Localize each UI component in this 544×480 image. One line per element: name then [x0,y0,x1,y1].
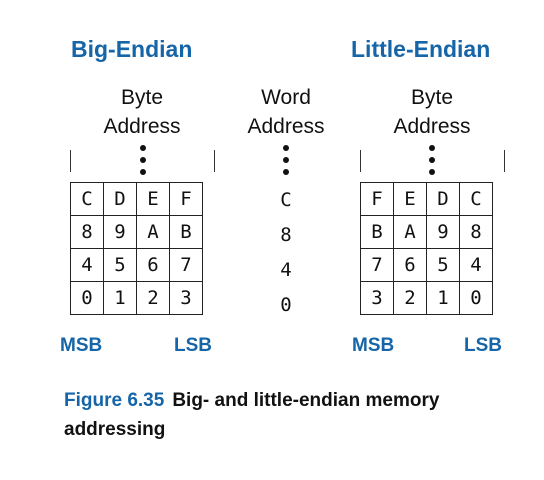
little-endian-byte-address-header: Byte Address [372,83,492,141]
byte-cell: A [136,215,170,249]
table-row: B A 9 8 [360,215,493,249]
header-line: Address [393,115,471,138]
byte-cell: F [169,182,203,216]
little-endian-msb-label: MSB [352,335,395,356]
big-endian-title: Big-Endian [71,36,193,62]
byte-cell: E [136,182,170,216]
big-endian-byte-address-header: Byte Address [82,83,202,141]
little-endian-title: Little-Endian [351,36,491,62]
byte-cell: 2 [136,281,170,315]
word-address-column: C 8 4 0 [266,183,306,323]
byte-cell: 3 [360,281,394,315]
byte-cell: 5 [426,248,460,282]
byte-cell: 7 [169,248,203,282]
table-row: 4 5 6 7 [70,248,203,282]
byte-cell: 4 [70,248,104,282]
byte-cell: 2 [393,281,427,315]
little-endian-memory-grid: F E D C B A 9 8 7 6 5 4 3 2 1 0 [360,182,493,315]
header-line: Address [247,115,325,138]
header-line: Address [103,115,181,138]
byte-cell: C [70,182,104,216]
byte-cell: 1 [426,281,460,315]
byte-cell: 8 [70,215,104,249]
big-endian-left-tick [70,150,71,172]
byte-cell: 0 [459,281,493,315]
little-endian-ellipsis [428,145,436,181]
big-endian-lsb-label: LSB [174,335,212,356]
byte-cell: 3 [169,281,203,315]
little-endian-left-tick [360,150,361,172]
byte-cell: B [169,215,203,249]
byte-cell: E [393,182,427,216]
byte-cell: 7 [360,248,394,282]
big-endian-right-tick [214,150,215,172]
byte-cell: 6 [393,248,427,282]
big-endian-memory-grid: C D E F 8 9 A B 4 5 6 7 0 1 2 3 [70,182,203,315]
header-line: Word [261,86,311,109]
table-row: C D E F [70,182,203,216]
table-row: 0 1 2 3 [70,281,203,315]
word-address-value: C [280,189,292,211]
figure-caption-text: Big- and little-endian memory addressing [64,390,440,440]
byte-cell: C [459,182,493,216]
table-row: 3 2 1 0 [360,281,493,315]
little-endian-lsb-label: LSB [464,335,502,356]
byte-cell: 8 [459,215,493,249]
table-row: 7 6 5 4 [360,248,493,282]
word-address-header: Word Address [226,83,346,141]
byte-cell: 5 [103,248,137,282]
table-row: 8 9 A B [70,215,203,249]
little-endian-right-tick [504,150,505,172]
byte-cell: F [360,182,394,216]
byte-cell: A [393,215,427,249]
word-address-value: 0 [280,294,292,316]
byte-cell: 9 [103,215,137,249]
header-line: Byte [120,86,164,109]
word-address-value: 4 [280,259,292,281]
figure-number: Figure 6.35 [64,390,165,411]
byte-cell: 6 [136,248,170,282]
byte-cell: 9 [426,215,460,249]
word-address-value: 8 [280,224,292,246]
byte-cell: D [426,182,460,216]
big-endian-ellipsis [139,145,147,181]
byte-cell: 4 [459,248,493,282]
byte-cell: 1 [103,281,137,315]
byte-cell: 0 [70,281,104,315]
header-line: Byte [410,86,454,109]
table-row: F E D C [360,182,493,216]
big-endian-msb-label: MSB [60,335,103,356]
word-address-ellipsis [282,145,290,181]
byte-cell: B [360,215,394,249]
byte-cell: D [103,182,137,216]
